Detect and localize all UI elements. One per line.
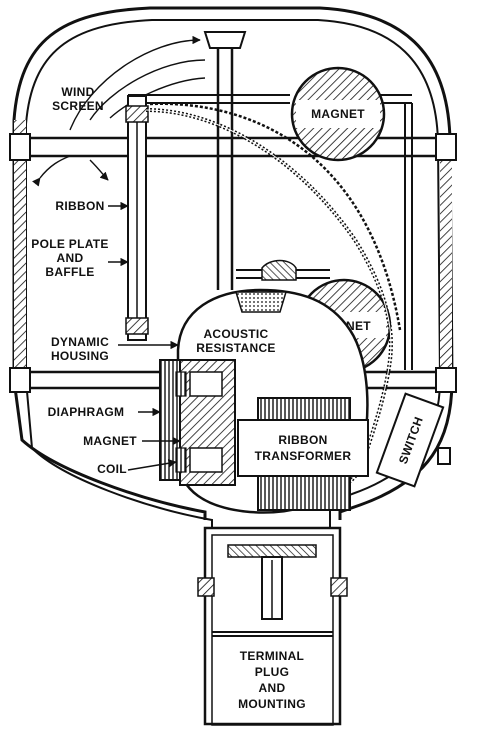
label-terminal-2: PLUG bbox=[255, 665, 290, 679]
label-coil: COIL bbox=[97, 462, 127, 476]
labels: WIND SCREEN RIBBON POLE PLATE AND BAFFLE… bbox=[31, 85, 351, 711]
pole-plate-and-baffle bbox=[125, 95, 149, 341]
label-dynamic-housing-2: HOUSING bbox=[51, 349, 109, 363]
label-acoustic-1: ACOUSTIC bbox=[203, 327, 268, 341]
label-magnet-top: MAGNET bbox=[311, 107, 365, 121]
label-terminal-1: TERMINAL bbox=[240, 649, 304, 663]
dynamic-unit bbox=[159, 359, 236, 486]
top-magnet: MAGNET bbox=[290, 66, 386, 162]
label-pole-plate-2: AND bbox=[57, 251, 84, 265]
label-pole-plate-1: POLE PLATE bbox=[31, 237, 108, 251]
label-diaphragm: DIAPHRAGM bbox=[48, 405, 125, 419]
label-ribbon-transformer-1: RIBBON bbox=[278, 433, 327, 447]
switch: SWITCH bbox=[375, 392, 451, 488]
top-cap bbox=[203, 31, 247, 290]
label-wind-screen-1: WIND bbox=[61, 85, 94, 99]
label-acoustic-2: RESISTANCE bbox=[196, 341, 275, 355]
label-dynamic-housing-1: DYNAMIC bbox=[51, 335, 109, 349]
label-ribbon-transformer-2: TRANSFORMER bbox=[255, 449, 352, 463]
outer-housing bbox=[12, 6, 454, 528]
label-terminal-4: MOUNTING bbox=[238, 697, 306, 711]
label-wind-screen-2: SCREEN bbox=[52, 99, 104, 113]
terminal-mounting bbox=[197, 526, 348, 726]
label-ribbon: RIBBON bbox=[55, 199, 104, 213]
label-pole-plate-3: BAFFLE bbox=[45, 265, 94, 279]
airflow-lines bbox=[32, 35, 206, 187]
label-terminal-3: AND bbox=[259, 681, 286, 695]
label-magnet-left: MAGNET bbox=[83, 434, 137, 448]
ribbon-transformer bbox=[237, 397, 369, 511]
leader-lines bbox=[108, 201, 181, 471]
